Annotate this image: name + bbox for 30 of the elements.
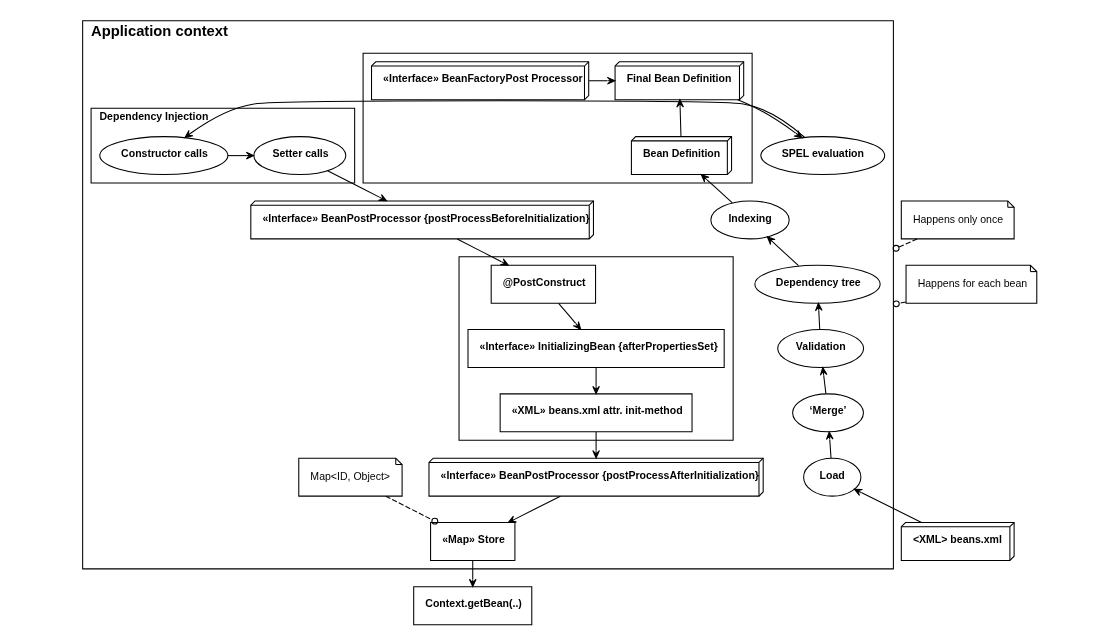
node-box: «Interface» InitializingBean {afterPropertiesSet}	[467, 329, 725, 369]
arrow	[507, 495, 561, 523]
arrow	[592, 367, 600, 395]
node-ellipse: Dependency tree	[754, 264, 881, 304]
arrow	[853, 488, 923, 523]
connector	[385, 495, 439, 525]
node-ellipse: ‘Merge’	[792, 393, 864, 433]
arrow	[558, 302, 582, 330]
arrow	[588, 76, 616, 85]
arrow	[814, 302, 823, 330]
connector	[892, 300, 907, 308]
node-ellipse: Constructor calls	[99, 136, 229, 176]
arrow	[456, 238, 509, 266]
node-box: «Map» Store	[430, 521, 516, 561]
node-ellipse: Indexing	[710, 200, 790, 240]
node-box: @PostConstruct	[490, 264, 597, 304]
node-ellipse: Setter calls	[253, 136, 347, 176]
arrow	[766, 236, 800, 267]
arrow	[227, 151, 255, 160]
arrow	[676, 99, 684, 137]
arrow	[700, 174, 733, 204]
node-box: «XML» beans.xml attr. init-method	[499, 393, 693, 433]
connector	[892, 238, 918, 252]
node-box: Context.getBean(..)	[413, 586, 533, 626]
arrow	[825, 431, 834, 459]
arrow	[819, 367, 828, 395]
arrow	[592, 431, 600, 459]
node-ellipse: SPEL evaluation	[760, 136, 886, 176]
arrow	[468, 560, 477, 588]
node-ellipse: Validation	[777, 329, 865, 369]
